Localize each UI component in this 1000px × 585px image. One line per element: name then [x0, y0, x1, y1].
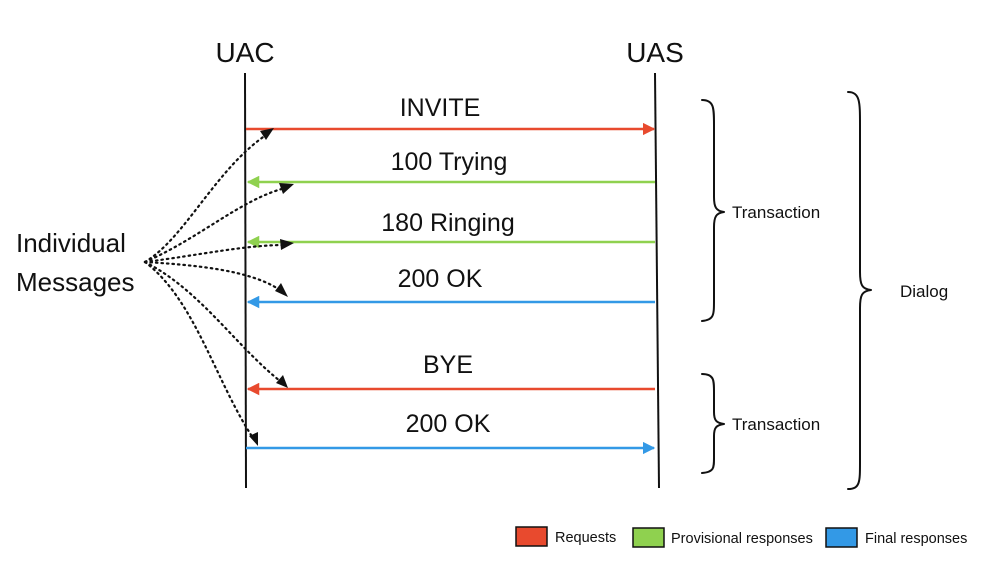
pointer-arrowhead: [280, 239, 294, 250]
pointer-arrowhead: [279, 183, 294, 194]
transaction-label: Transaction: [732, 203, 820, 222]
legend-swatch-provisional: [632, 527, 665, 548]
transaction-brace: [701, 373, 725, 474]
annotation-line-1: Individual: [16, 228, 126, 258]
annotation-pointers: [143, 128, 294, 446]
message-180-ringing: 180 Ringing: [246, 209, 655, 249]
dialog-label: Dialog: [900, 282, 948, 301]
uac-label: UAC: [215, 37, 274, 68]
uas-lifeline: [654, 72, 660, 489]
message-200-ok-invite: 200 OK: [246, 265, 655, 309]
message-label: 200 OK: [406, 410, 491, 438]
pointer-curve: [143, 260, 282, 383]
transaction-label: Transaction: [732, 415, 820, 434]
message-label: BYE: [423, 351, 473, 379]
pointer-arrowhead: [260, 128, 274, 140]
legend-label-provisional: Provisional responses: [671, 531, 813, 547]
pointer-curve: [143, 260, 282, 292]
legend-label-final: Final responses: [865, 531, 967, 547]
pointer-curve: [143, 260, 255, 440]
pointer-arrowhead: [249, 432, 258, 446]
transaction-brace: [701, 99, 725, 322]
legend: Requests Provisional responses Final res…: [515, 526, 967, 548]
pointer-curve: [143, 243, 287, 264]
legend-swatch-requests: [515, 526, 548, 547]
message-label: 100 Trying: [391, 148, 508, 176]
uac-lifeline: [244, 72, 247, 489]
message-bye: BYE: [246, 351, 655, 396]
uas-label: UAS: [626, 37, 684, 68]
message-invite: INVITE: [246, 94, 656, 136]
message-100-trying: 100 Trying: [246, 148, 655, 189]
pointer-curve: [143, 186, 287, 264]
pointer-arrowhead: [276, 375, 288, 388]
pointer-arrowhead: [275, 283, 288, 297]
legend-swatch-final: [825, 527, 858, 548]
pointer-curve: [143, 133, 268, 264]
dialog-brace: [847, 91, 872, 490]
annotation-line-2: Messages: [16, 267, 135, 297]
message-label: 200 OK: [398, 265, 483, 293]
legend-label-requests: Requests: [555, 530, 616, 546]
message-200-ok-bye: 200 OK: [246, 410, 656, 455]
message-label: 180 Ringing: [381, 209, 514, 237]
message-label: INVITE: [400, 94, 481, 122]
